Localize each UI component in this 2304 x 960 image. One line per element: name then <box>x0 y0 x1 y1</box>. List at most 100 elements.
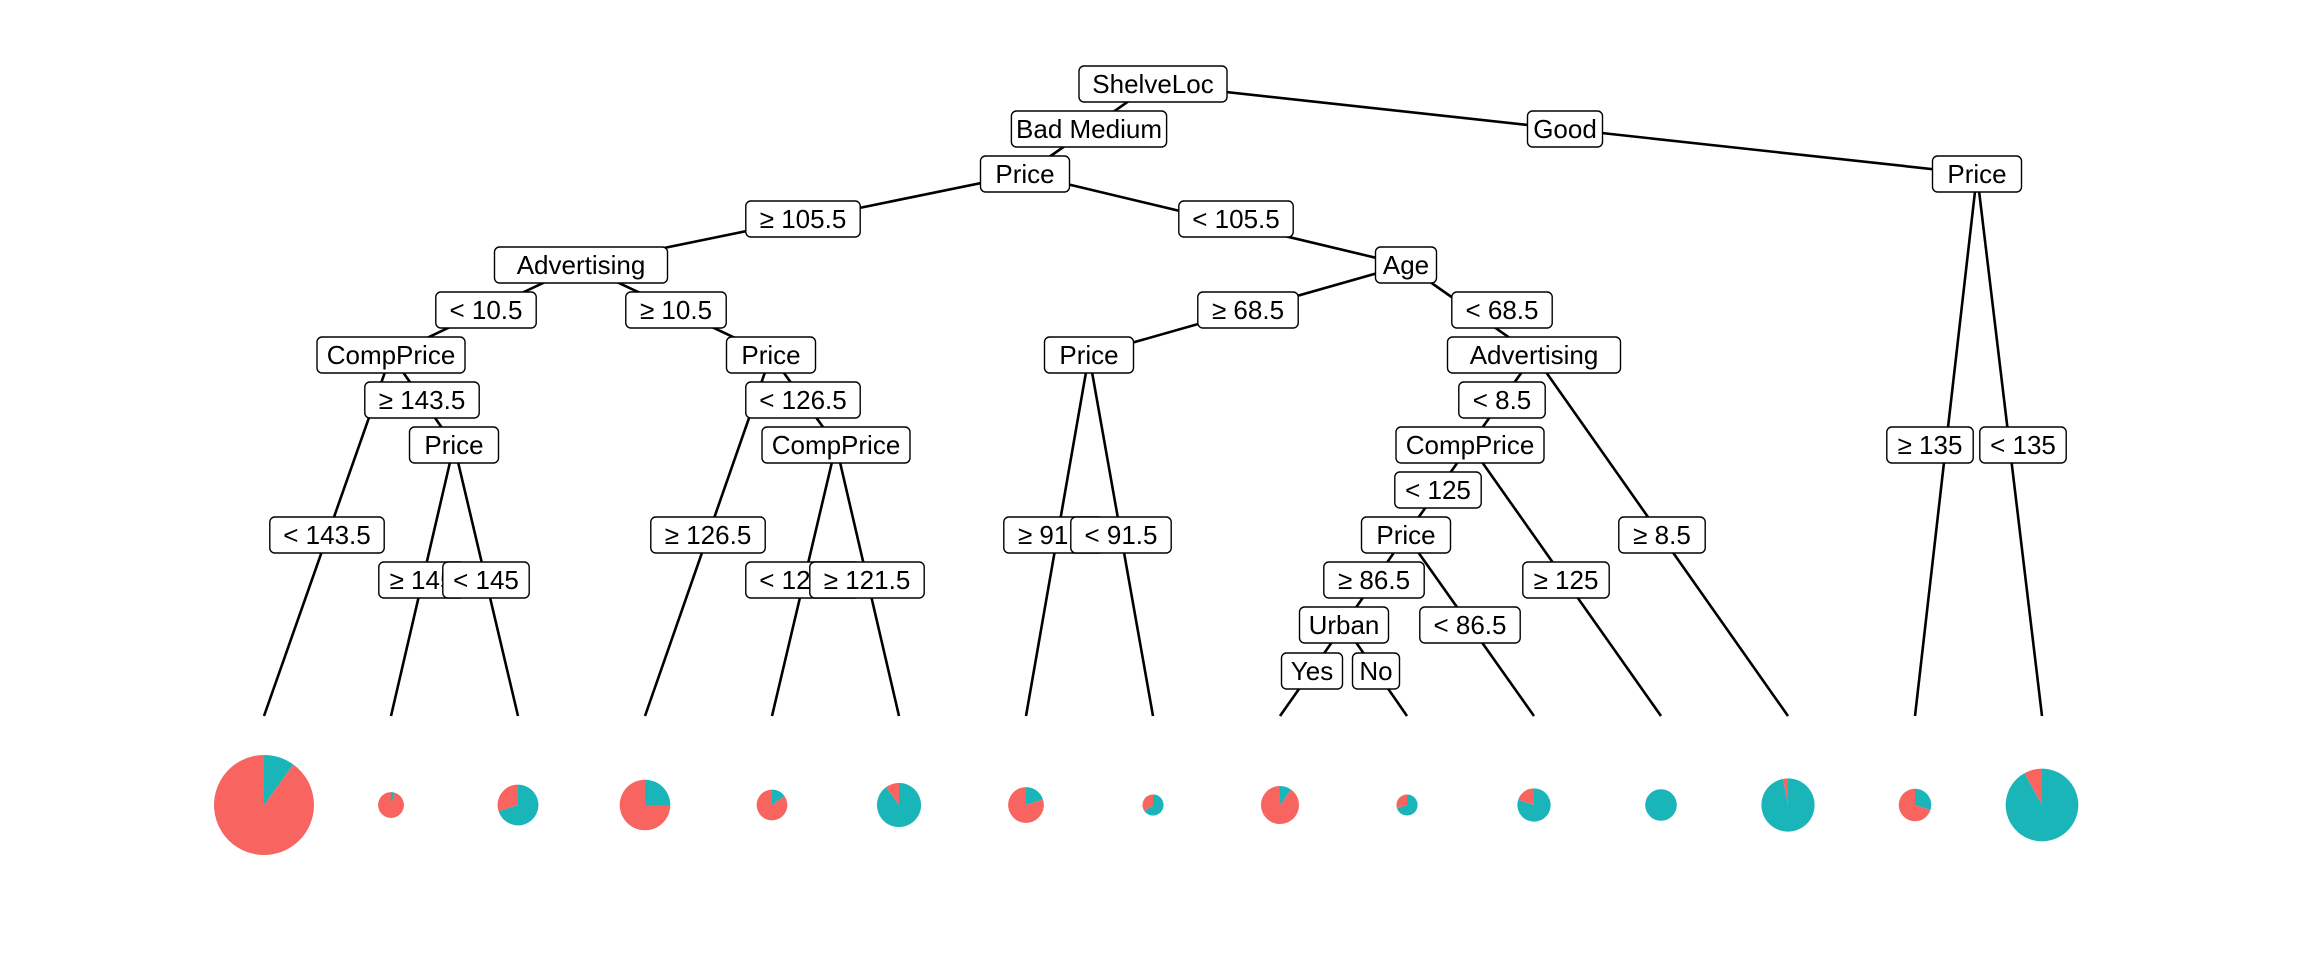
pie-slice <box>619 779 671 831</box>
edge-label-p1-l: ≥ 105.5 <box>745 200 861 238</box>
edge-label-p2-r-text: < 145 <box>453 565 519 595</box>
edge-label-p4-r-text: < 91.5 <box>1084 520 1157 550</box>
split-node-price-good-box <box>1931 155 2023 193</box>
split-node-comp3-text: CompPrice <box>1406 430 1535 460</box>
split-node-price2-box <box>408 426 500 464</box>
split-node-comp1: CompPrice <box>316 336 466 374</box>
split-node-adv1-box <box>493 246 669 284</box>
edge-label-p3-r-text: < 126.5 <box>759 385 846 415</box>
edge-label-c2-r-text: ≥ 121.5 <box>824 565 911 595</box>
leaf-pie <box>214 755 315 855</box>
edge-label-p4-r: < 91.5 <box>1070 516 1172 554</box>
split-node-price-good-text: Price <box>1947 159 2006 189</box>
edge-label-root-l-text: Bad Medium <box>1016 114 1162 144</box>
edge-label-p2-r: < 145 <box>442 561 530 599</box>
leaf-pie <box>1517 788 1551 822</box>
split-node-adv1-text: Advertising <box>517 250 646 280</box>
pie-slice <box>1915 788 1932 811</box>
pie-slice <box>1026 787 1043 805</box>
edge-label-c3-r: ≥ 125 <box>1522 561 1610 599</box>
split-node-comp2-text: CompPrice <box>772 430 901 460</box>
edge-label-a1-r-box <box>625 291 727 329</box>
split-node-adv2-text: Advertising <box>1470 340 1599 370</box>
split-node-price1: Price <box>979 155 1071 193</box>
edge-label-p1-r-box <box>1178 200 1294 238</box>
edge-label-u-l-box <box>1280 652 1344 690</box>
split-node-urban: Urban <box>1298 606 1390 644</box>
edge-label-pg-l: ≥ 135 <box>1886 426 1974 464</box>
split-node-age-box <box>1374 246 1438 284</box>
edge-label-p3-l-text: ≥ 126.5 <box>665 520 752 550</box>
leaf-pie <box>876 782 922 828</box>
edge-label-u-r-box <box>1351 652 1401 690</box>
split-node-comp3-box <box>1395 426 1545 464</box>
edge-label-root-r: Good <box>1526 110 1604 148</box>
split-node-comp3: CompPrice <box>1395 426 1545 464</box>
edge-label-c1-l-text: < 143.5 <box>283 520 370 550</box>
split-node-comp2: CompPrice <box>761 426 911 464</box>
pie-slice <box>1260 785 1300 825</box>
edge-label-c1-r: ≥ 143.5 <box>364 381 480 419</box>
pie-slice <box>756 789 788 821</box>
pie-slice <box>886 782 899 805</box>
pie-slice <box>1396 794 1418 816</box>
split-node-root: ShelveLoc <box>1078 65 1228 103</box>
split-node-adv1: Advertising <box>493 246 669 284</box>
split-node-price2: Price <box>408 426 500 464</box>
pie-slice <box>1396 794 1407 809</box>
edge-label-p1-r: < 105.5 <box>1178 200 1294 238</box>
pie-slice <box>264 755 294 805</box>
pie-slice <box>391 792 395 805</box>
edge-label-c3-l-text: < 125 <box>1405 475 1471 505</box>
edge-label-p1-l-text: ≥ 105.5 <box>760 204 847 234</box>
edge-label-p3-r-box <box>745 381 861 419</box>
edge-label-age-r-box <box>1451 291 1553 329</box>
split-node-price4-text: Price <box>1059 340 1118 370</box>
edge-label-c1-l: < 143.5 <box>269 516 385 554</box>
edge-label-root-r-box <box>1526 110 1604 148</box>
split-node-comp1-text: CompPrice <box>327 340 456 370</box>
edge-label-a2-l-box <box>1458 381 1546 419</box>
split-node-price1-box <box>979 155 1071 193</box>
edge-label-a1-l-text: < 10.5 <box>449 295 522 325</box>
split-node-price3: Price <box>725 336 817 374</box>
edge-label-p2-r-box <box>442 561 530 599</box>
leaf-pie <box>1645 789 1677 821</box>
edge-label-c3-l: < 125 <box>1394 471 1482 509</box>
pie-slice <box>2024 768 2042 805</box>
pie-slice <box>1645 789 1677 821</box>
split-node-price5: Price <box>1360 516 1452 554</box>
split-node-price3-text: Price <box>741 340 800 370</box>
pie-slice <box>876 782 922 828</box>
leaf-pie <box>1008 787 1044 823</box>
leaf-pie <box>1396 794 1418 816</box>
edge-label-p1-r-text: < 105.5 <box>1192 204 1279 234</box>
edge-label-a2-l: < 8.5 <box>1458 381 1546 419</box>
pie-slice <box>378 792 404 818</box>
edge-label-a2-r-text: ≥ 8.5 <box>1633 520 1691 550</box>
pie-slice <box>772 789 785 805</box>
edge-label-u-r-text: No <box>1359 656 1392 686</box>
pie-slice <box>1761 778 1815 832</box>
pie-slice <box>497 784 518 812</box>
edge-label-c1-r-box <box>364 381 480 419</box>
pie-slice <box>645 779 671 805</box>
edge-label-p5-l-text: ≥ 86.5 <box>1338 565 1410 595</box>
edge-label-a2-l-text: < 8.5 <box>1473 385 1532 415</box>
split-node-adv2-box <box>1446 336 1622 374</box>
pie-slice <box>1518 788 1534 805</box>
pie-slice <box>1142 794 1153 812</box>
pie-slice <box>498 784 539 826</box>
edge-label-a2-r-box <box>1618 516 1706 554</box>
edge-label-p5-r-text: < 86.5 <box>1433 610 1506 640</box>
leaf-pie <box>497 784 539 826</box>
edge-label-u-l-text: Yes <box>1291 656 1333 686</box>
split-node-price5-box <box>1360 516 1452 554</box>
edge-label-a1-r: ≥ 10.5 <box>625 291 727 329</box>
edge-label-a1-r-text: ≥ 10.5 <box>640 295 712 325</box>
split-node-price4-box <box>1043 336 1135 374</box>
edge-label-p1-l-box <box>745 200 861 238</box>
edge-label-age-l: ≥ 68.5 <box>1197 291 1299 329</box>
